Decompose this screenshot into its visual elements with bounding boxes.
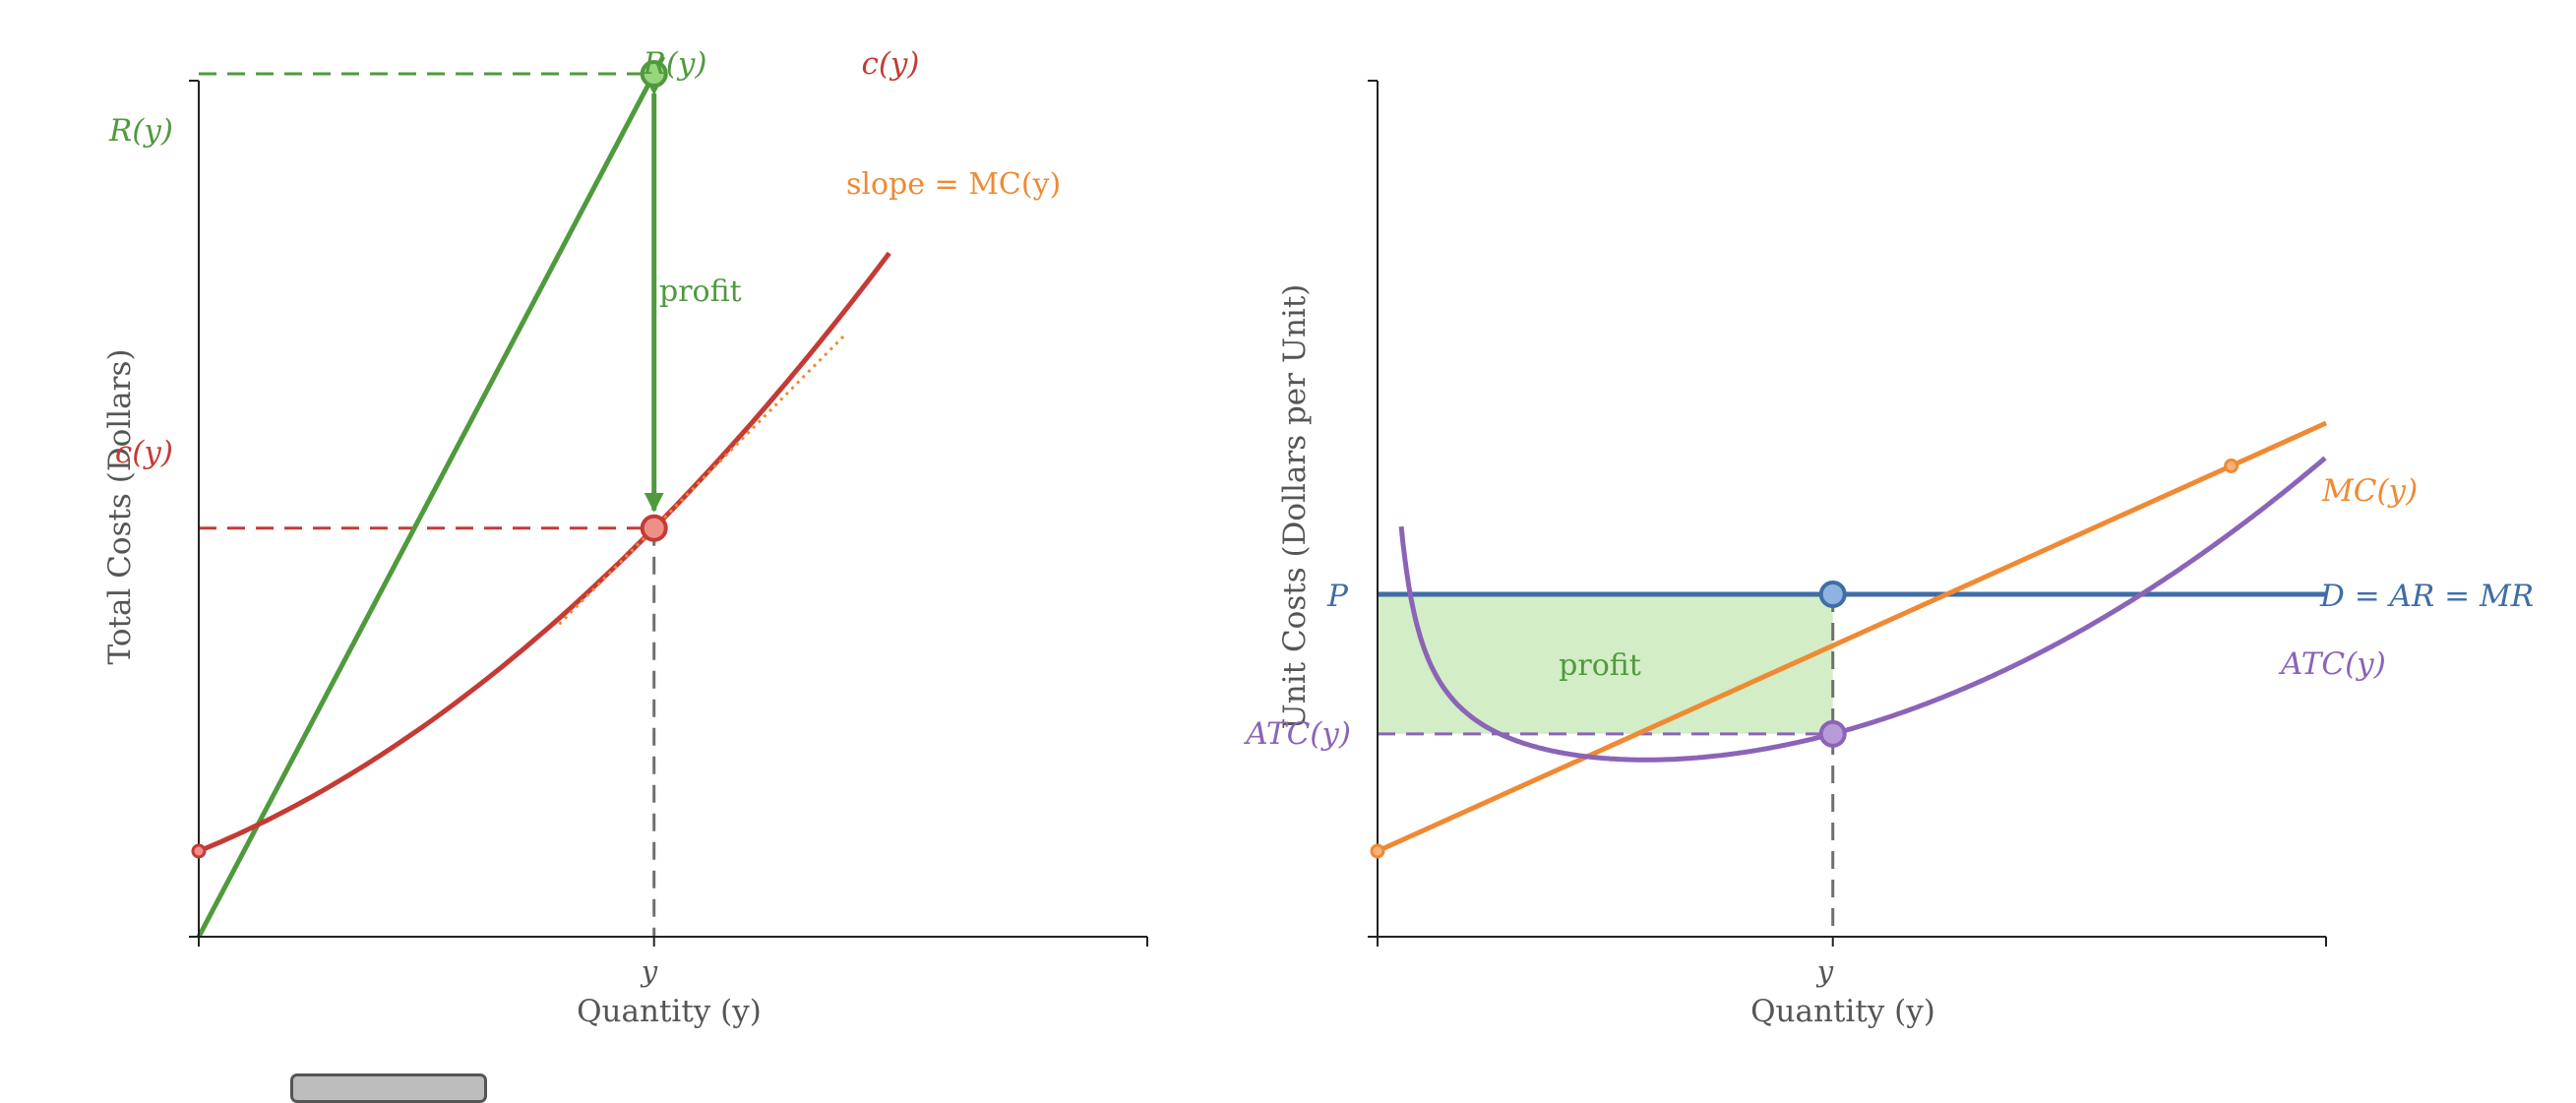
cost-curve-label: c(y) — [861, 46, 919, 82]
marginal-cost-line — [1376, 420, 2328, 854]
mc-end-point — [2224, 459, 2239, 473]
left-y-axis-title: Total Costs (Dollars) — [102, 349, 138, 665]
fixed-cost-point — [191, 843, 207, 859]
atc-level-label: ATC(y) — [1243, 716, 1351, 752]
right-y-axis-title: Unit Costs (Dollars per Unit) — [1277, 284, 1313, 730]
mc-intercept-point — [1370, 843, 1385, 859]
revenue-point — [640, 60, 668, 89]
tangent-slope-label: slope = MC(y) — [846, 167, 1061, 202]
demand-curve-label: D = AR = MR — [2319, 579, 2534, 614]
mc-curve-label: MC(y) — [2321, 473, 2418, 509]
price-level-label: P — [1326, 579, 1349, 614]
right-x-tick-label-y: y — [1815, 954, 1834, 988]
unit-cost-chart: Unit Costs (Dollars per Unit) Quantity (… — [1243, 80, 2534, 1029]
profit-area — [1378, 594, 1833, 734]
atc-point — [1818, 719, 1847, 748]
right-x-axis-title: Quantity (y) — [1750, 994, 1935, 1029]
cost-level-label: c(y) — [115, 435, 173, 470]
atc-curve — [1398, 456, 2327, 763]
revenue-line — [196, 55, 666, 939]
right-profit-label: profit — [1559, 648, 1641, 683]
atc-curve-label: ATC(y) — [2278, 646, 2386, 682]
left-profit-label: profit — [659, 275, 742, 309]
cost-point — [640, 514, 668, 542]
left-x-tick-label-y: y — [640, 954, 658, 988]
left-x-axis-title: Quantity (y) — [577, 994, 762, 1029]
total-cost-revenue-chart: Total Costs (Dollars) Quantity (y) y R(y… — [102, 46, 1148, 1029]
partial-button[interactable] — [290, 1073, 487, 1103]
price-point — [1818, 581, 1847, 608]
revenue-level-label: R(y) — [108, 113, 173, 149]
cost-curve — [198, 251, 891, 854]
revenue-curve-label: R(y) — [642, 46, 706, 82]
